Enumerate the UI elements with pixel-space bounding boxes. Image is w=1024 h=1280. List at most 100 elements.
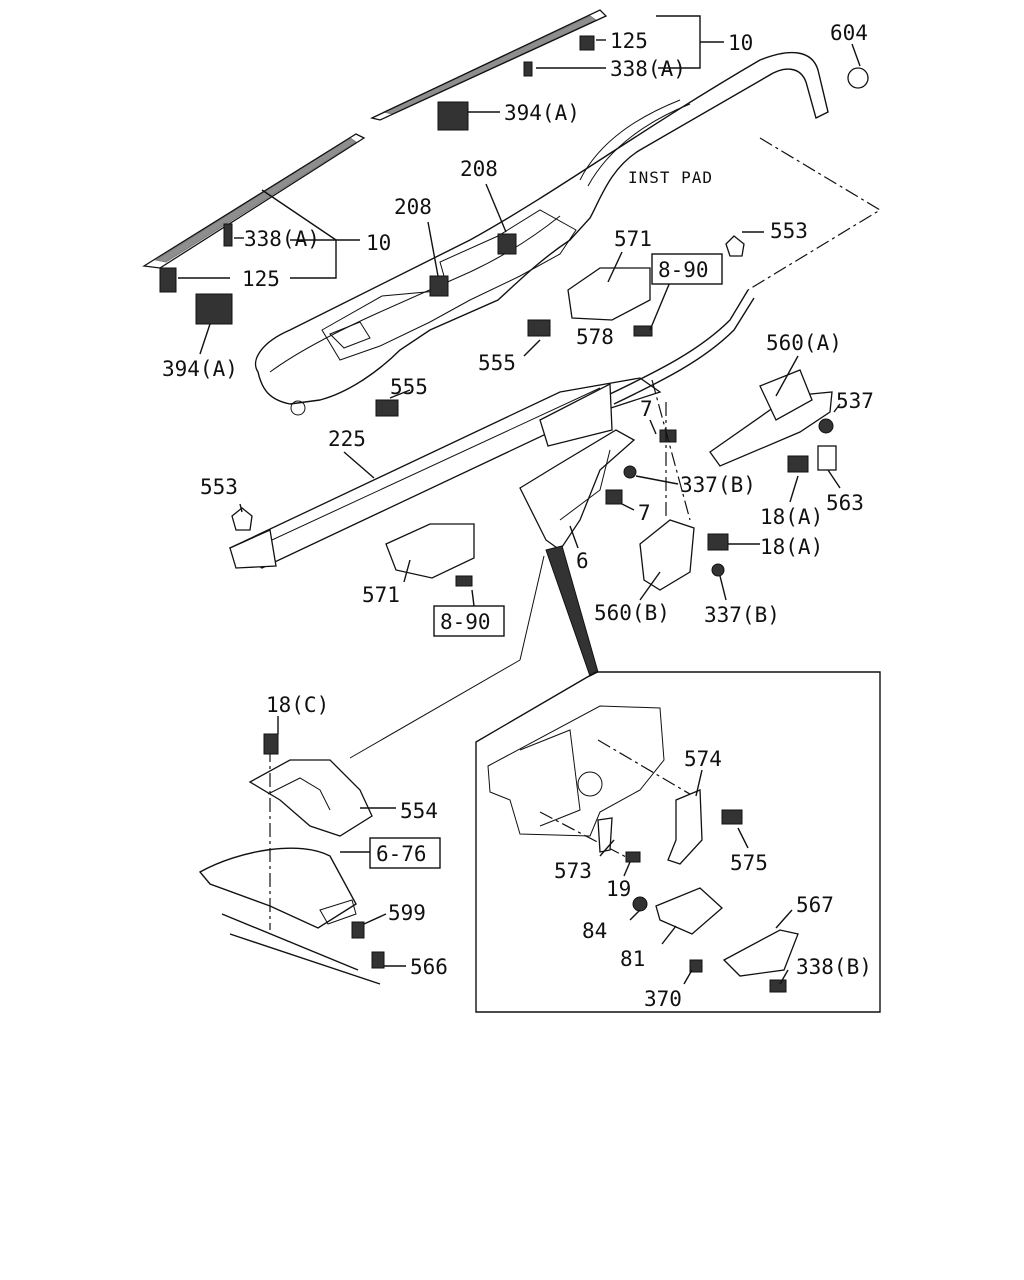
duct-571-top — [567, 267, 651, 321]
callout-574: 574 — [684, 747, 722, 771]
callout-555-mid: 555 — [478, 351, 516, 375]
detail-pointer — [545, 545, 599, 677]
callout-8-90-bottom: 8-90 — [440, 610, 491, 634]
callout-7-top: 7 — [640, 397, 653, 421]
callout-8-90-top: 8-90 — [658, 258, 709, 282]
callout-81: 81 — [620, 947, 645, 971]
cover-567-icon — [722, 929, 799, 977]
bracket-394a-left-icon — [195, 293, 233, 325]
callout-338b: 338(B) — [796, 955, 872, 979]
callout-394a-top: 394(A) — [504, 101, 580, 125]
bolt-18c-icon — [263, 733, 279, 755]
callout-560b: 560(B) — [594, 601, 670, 625]
screw-571-bottom-icon — [455, 575, 473, 587]
callout-553-top: 553 — [770, 219, 808, 243]
callout-554: 554 — [400, 799, 438, 823]
inst-pad-label: INST PAD — [628, 168, 713, 187]
steering-support-bracket — [519, 429, 636, 551]
lower-bracket-assembly — [198, 716, 406, 985]
bracket-560b — [639, 519, 695, 591]
ref-box-8-90-top — [651, 253, 723, 285]
callout-208-a: 208 — [460, 157, 498, 181]
screw-338a-top-icon — [523, 61, 533, 77]
part-81-icon — [655, 887, 723, 935]
clip-599-icon — [351, 921, 365, 939]
callout-84: 84 — [582, 919, 607, 943]
clip-566-icon — [371, 951, 385, 969]
callout-208-b: 208 — [394, 195, 432, 219]
callout-18c: 18(C) — [266, 693, 329, 717]
callout-225: 225 — [328, 427, 366, 451]
callout-18a-right: 18(A) — [760, 505, 823, 529]
nut-337b-mid-icon — [623, 465, 637, 479]
fastener-icons — [159, 35, 869, 587]
bolt-18a-right-icon — [787, 455, 809, 473]
callout-563: 563 — [826, 491, 864, 515]
defroster-grille-left — [142, 133, 366, 269]
clip-125-left-icon — [159, 267, 177, 293]
bolt-575-icon — [721, 809, 743, 825]
harness-pipe — [609, 289, 755, 405]
clip-208-b-icon — [429, 275, 449, 297]
clip-604-icon — [847, 67, 869, 89]
callout-394a-left: 394(A) — [162, 357, 238, 381]
callout-599: 599 — [388, 901, 426, 925]
nut-537-icon — [818, 418, 834, 434]
nut-337b-bottom-icon — [711, 563, 725, 577]
callout-19: 19 — [606, 877, 631, 901]
callout-370: 370 — [644, 987, 682, 1011]
defroster-grille-right — [370, 9, 608, 121]
callout-125-top: 125 — [610, 29, 648, 53]
screw-338a-left-icon — [223, 223, 233, 247]
bracket-560a — [709, 369, 833, 467]
callout-6-76: 6-76 — [376, 842, 427, 866]
screw-578-icon — [633, 325, 653, 337]
reference-lines — [651, 137, 882, 521]
callout-125-left: 125 — [242, 267, 280, 291]
callout-571-bottom: 571 — [362, 583, 400, 607]
screw-19-icon — [625, 851, 641, 863]
callout-571-top: 571 — [614, 227, 652, 251]
callout-10-left: 10 — [366, 231, 391, 255]
callout-604: 604 — [830, 21, 868, 45]
callout-7-mid: 7 — [638, 501, 651, 525]
callout-338a-left: 338(A) — [244, 227, 320, 251]
callout-537: 537 — [836, 389, 874, 413]
screw-338b-icon — [769, 979, 787, 993]
callout-337b-mid: 337(B) — [680, 473, 756, 497]
callout-337b-bottom: 337(B) — [704, 603, 780, 627]
callout-10-top: 10 — [728, 31, 753, 55]
leader-lines — [178, 15, 861, 607]
callout-6: 6 — [576, 549, 589, 573]
nut-84-icon — [632, 896, 648, 912]
callout-553-left: 553 — [200, 475, 238, 499]
nut-553-left-icon — [231, 507, 253, 531]
callout-573: 573 — [554, 859, 592, 883]
ref-box-8-90-bottom — [433, 605, 505, 637]
callout-578: 578 — [576, 325, 614, 349]
callout-567: 567 — [796, 893, 834, 917]
duct-571-bottom — [385, 523, 475, 579]
callout-18a-mid: 18(A) — [760, 535, 823, 559]
callout-560a: 560(A) — [766, 331, 842, 355]
callout-555-left: 555 — [390, 375, 428, 399]
bolt-555-left-icon — [375, 399, 399, 417]
bolt-18a-mid-icon — [707, 533, 729, 551]
pad-563-icon — [817, 445, 837, 471]
leader-554-line — [519, 555, 545, 661]
bracket-394a-top-icon — [437, 101, 469, 131]
callout-566: 566 — [410, 955, 448, 979]
clip-208-a-icon — [497, 233, 517, 255]
ref-box-6-76 — [369, 837, 441, 869]
cross-member-beam — [228, 377, 662, 569]
callout-575: 575 — [730, 851, 768, 875]
detail-inset — [475, 671, 881, 1013]
callout-338a-top: 338(A) — [610, 57, 686, 81]
bolt-7-top-icon — [659, 429, 677, 443]
bolt-555-mid-icon — [527, 319, 551, 337]
clip-125-top-icon — [579, 35, 595, 51]
nut-553-top-icon — [725, 235, 745, 257]
bolt-7-mid-icon — [605, 489, 623, 505]
screw-370-icon — [689, 959, 703, 973]
